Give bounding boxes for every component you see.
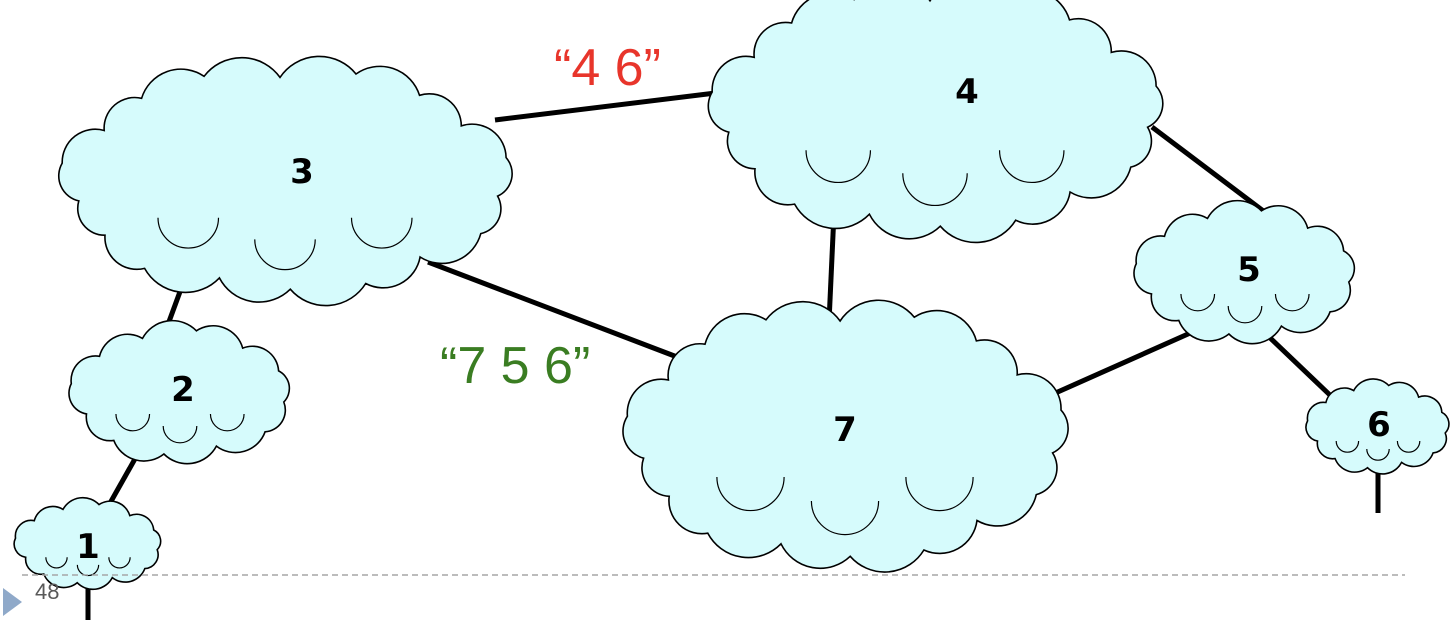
path-label-4-6: “4 6” (554, 39, 661, 97)
edge-5-7 (1040, 327, 1199, 402)
node-label-7: 7 (833, 410, 857, 450)
node-label-3: 3 (290, 152, 314, 192)
node-label-1: 1 (76, 527, 100, 567)
slide-number: 48 (35, 579, 60, 604)
cloud-node-5 (1133, 199, 1356, 345)
edge-3-7 (427, 259, 686, 363)
cloud-node-6 (1305, 378, 1450, 475)
edge-4-7 (826, 212, 837, 323)
cloud-node-1 (13, 496, 162, 591)
edge-3-4 (494, 87, 741, 123)
node-label-4: 4 (955, 72, 979, 112)
cloud-node-3 (58, 55, 513, 307)
clouds (13, 0, 1450, 591)
edge-4-5 (1150, 125, 1268, 215)
footer-marker-icon (3, 588, 22, 616)
cloud-node-4 (707, 0, 1164, 244)
node-label-2: 2 (171, 370, 195, 410)
cloud-node-2 (68, 319, 291, 465)
cloud-node-7 (622, 299, 1069, 573)
edges (85, 87, 1381, 620)
node-label-6: 6 (1367, 405, 1391, 445)
node-labels: 1 2 3 4 5 6 7 (76, 72, 1391, 567)
path-label-7-5-6: “7 5 6” (440, 337, 590, 395)
node-label-5: 5 (1237, 250, 1261, 290)
edge-5-6 (1264, 332, 1334, 399)
